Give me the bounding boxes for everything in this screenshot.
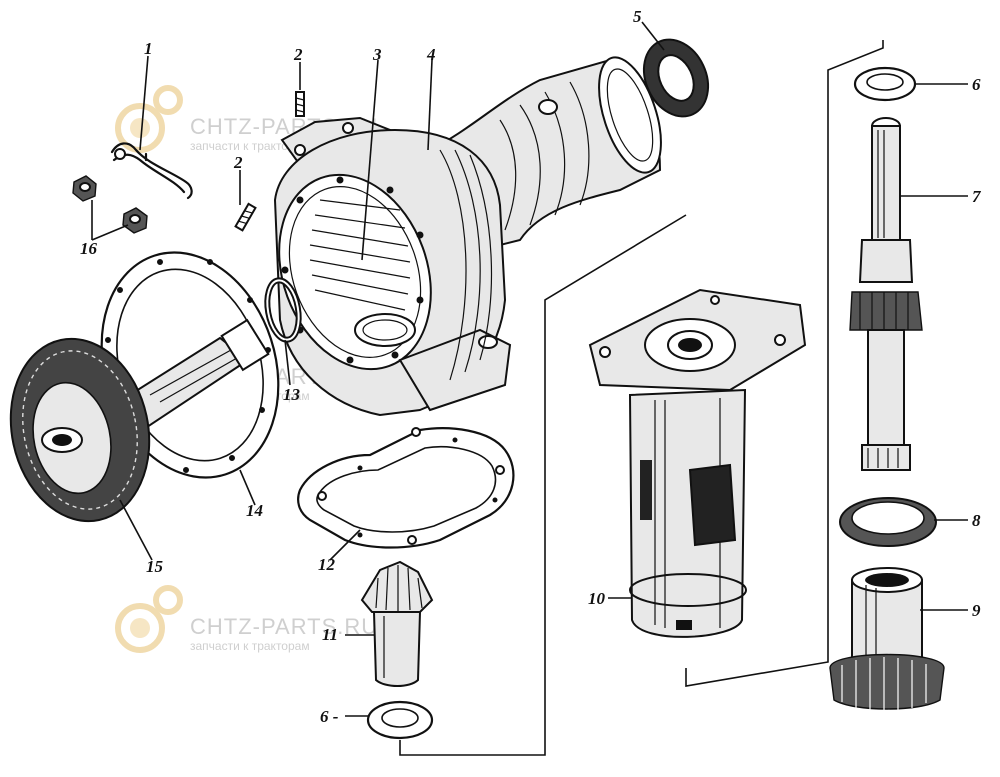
label-11: 11: [322, 625, 338, 644]
assembly-lines: [399, 40, 884, 756]
label-8: 8: [972, 511, 981, 530]
label-10: 10: [588, 589, 606, 608]
label-7: 7: [972, 187, 982, 206]
label-16: 16: [80, 239, 98, 258]
part-6-washer-bottom: [366, 700, 434, 740]
label-2-bottom: 2: [233, 153, 243, 172]
part-6-washer-top: [853, 66, 917, 102]
label-12: 12: [318, 555, 336, 574]
label-1: 1: [144, 39, 153, 58]
label-15: 15: [146, 557, 164, 576]
label-13: 13: [283, 385, 301, 404]
label-4: 4: [426, 45, 436, 64]
label-5: 5: [633, 7, 642, 26]
label-14: 14: [246, 501, 263, 520]
part-11-pinion: [360, 560, 434, 687]
part-13-ring: [264, 277, 302, 343]
watermark-subtitle: запчасти к тракторам: [190, 139, 310, 153]
label-6-bottom: 6 -: [320, 707, 339, 726]
label-9: 9: [972, 601, 981, 620]
part-15-bevel-gear: [9, 318, 270, 523]
part-10-housing: [588, 288, 807, 638]
label-2-top: 2: [293, 45, 303, 64]
part-12-gasket: [297, 427, 515, 549]
part-8-ring: [839, 497, 937, 547]
leader-lines: [91, 21, 968, 717]
part-1-strap: [110, 142, 193, 200]
part-16-nuts: [72, 175, 148, 234]
part-labels: 1 2 2 3 4 5 6 6 - 7 8 9 10 11 12 13 14 1…: [80, 7, 982, 726]
part-9-sleeve-gear: [829, 567, 945, 711]
watermark-subtitle: запчасти к тракторам: [190, 639, 310, 653]
part-5-seal: [642, 38, 710, 118]
label-3: 3: [372, 45, 382, 64]
part-2-studs: [234, 91, 305, 232]
part-4-main-housing: [273, 56, 662, 417]
watermark-bottom: CHTZ-PARTS.RU запчасти к тракторам: [115, 585, 377, 653]
part-7-shaft: [849, 117, 923, 471]
label-6-top: 6: [972, 75, 981, 94]
